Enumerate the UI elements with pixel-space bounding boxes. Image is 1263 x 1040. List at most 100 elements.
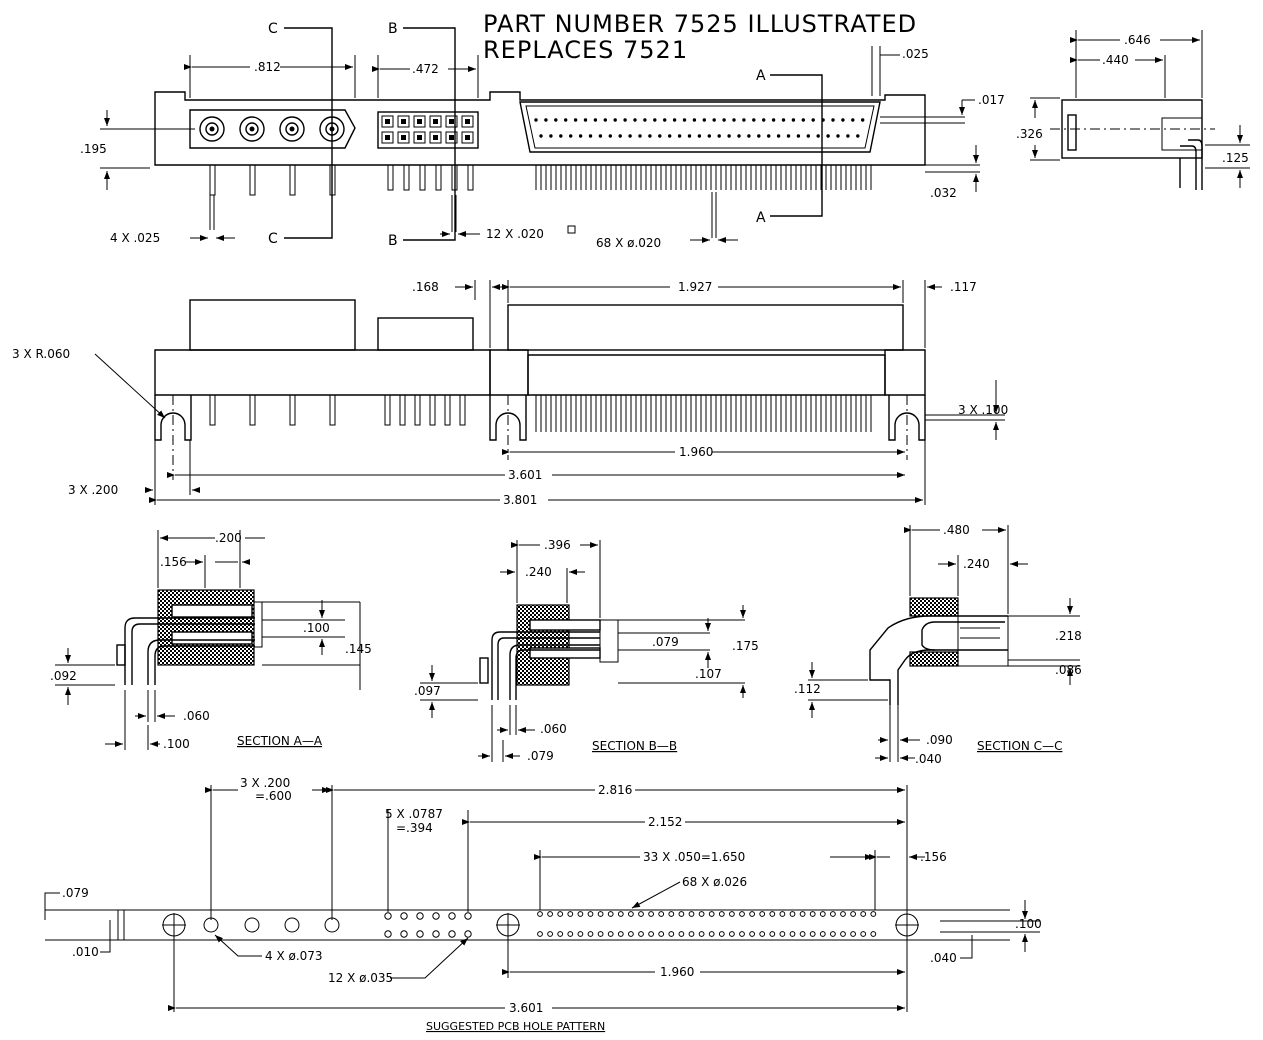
dim-3x100: 3 X .100 xyxy=(958,403,1008,417)
dsub-hole xyxy=(718,911,725,917)
signal-tail xyxy=(435,164,442,191)
section-aa: .156 .200 .100 .145 .092 .060 .100 SECTI… xyxy=(50,530,372,751)
dsub-hole xyxy=(617,931,624,937)
dim-pcb-2152: 2.152 xyxy=(648,815,682,829)
dsub-hole xyxy=(840,911,846,917)
coax-hole xyxy=(203,917,219,933)
dim-pcb-33x050: 33 X .050=1.650 xyxy=(643,850,745,864)
dsub-pin xyxy=(791,118,796,122)
dim-117: .117 xyxy=(950,280,977,294)
dim-pcb-079: .079 xyxy=(62,886,89,900)
signal-contact-core xyxy=(385,135,390,140)
dsub-pin xyxy=(608,134,612,138)
dsub-pin xyxy=(712,118,716,122)
section-cc-label: SECTION C—C xyxy=(977,739,1062,753)
front-coax-tail xyxy=(249,394,256,426)
dsub-pin xyxy=(663,118,667,122)
dim-bb-175: .175 xyxy=(732,639,759,653)
dsub-hole xyxy=(870,931,877,937)
dim-bb-060: .060 xyxy=(540,722,567,736)
signal-contact xyxy=(413,131,426,144)
dim-125: .125 xyxy=(1222,151,1249,165)
dsub-hole xyxy=(749,911,755,917)
dim-pcb-3601: 3.601 xyxy=(509,1001,543,1015)
dsub-hole xyxy=(658,931,665,937)
section-aa-label: SECTION A—A xyxy=(237,734,323,748)
section-marker-b-bottom: B xyxy=(388,233,398,249)
dsub-hole xyxy=(860,931,867,937)
signal-contact-core xyxy=(417,119,422,124)
dsub-pin xyxy=(638,134,642,138)
pcb-holes xyxy=(162,911,919,938)
dsub-pin xyxy=(648,134,652,138)
signal-hole xyxy=(400,912,408,920)
coax-tail xyxy=(209,164,216,196)
dim-pcb-394: =.394 xyxy=(396,821,433,835)
dsub-hole xyxy=(587,911,594,917)
section-marker-b-top: B xyxy=(388,21,398,37)
dsub-shell xyxy=(519,101,881,153)
signal-contact xyxy=(445,131,458,144)
dsub-pin xyxy=(559,134,563,138)
dsub-pin xyxy=(841,118,845,122)
signal-contact xyxy=(381,131,394,144)
dim-aa-100: .100 xyxy=(303,621,330,635)
dim-bb-079: .079 xyxy=(652,635,679,649)
dim-pcb-3x200: 3 X .200 xyxy=(240,776,290,790)
dsub-hole xyxy=(638,931,644,937)
dsub-pin xyxy=(687,134,692,138)
signal-hole xyxy=(432,912,440,920)
signal-hole xyxy=(416,930,424,938)
signal-tail xyxy=(387,164,394,191)
top-view: .812 .472 .025 .195 .017 .032 4 X .025 xyxy=(80,21,1005,250)
signal-contact-core xyxy=(449,119,454,124)
dim-bb-079b: .079 xyxy=(527,749,554,763)
dsub-hole xyxy=(830,931,836,937)
dim-aa-092: .092 xyxy=(50,669,77,683)
dsub-hole xyxy=(557,911,564,917)
dim-pcb-100: .100 xyxy=(1015,917,1042,931)
dim-025-top: .025 xyxy=(902,47,929,61)
dim-3x200: 3 X .200 xyxy=(68,483,118,497)
dsub-hole xyxy=(799,911,806,917)
signal-block-outline xyxy=(377,111,479,149)
coax-hole xyxy=(244,917,260,933)
dsub-hole xyxy=(850,911,856,917)
dsub-pin-rows xyxy=(534,118,865,138)
dsub-pin xyxy=(658,134,662,138)
pcb-hole-pattern: 3 X .200 =.600 2.816 5 X .0787 =.394 2.1… xyxy=(44,776,1042,1033)
dsub-hole xyxy=(840,931,846,937)
signal-tail xyxy=(403,164,410,191)
dim-pcb-12x035: 12 X ø.035 xyxy=(328,971,393,985)
dsub-pin xyxy=(836,134,840,138)
dsub-pin xyxy=(851,118,855,122)
dsub-hole xyxy=(769,911,776,917)
dsub-pin xyxy=(757,134,761,138)
signal-hole xyxy=(384,930,392,938)
section-marker-a-top: A xyxy=(756,68,766,84)
dsub-hole xyxy=(557,931,564,937)
dsub-pin xyxy=(732,118,736,122)
signal-hole xyxy=(448,930,456,938)
dsub-hole xyxy=(638,911,644,917)
side-view: .646 .440 .326 .125 xyxy=(1016,30,1250,190)
dsub-hole xyxy=(698,931,705,937)
dim-pcb-2816: 2.816 xyxy=(598,783,632,797)
dsub-hole xyxy=(850,931,856,937)
signal-hole xyxy=(384,912,392,920)
signal-contact xyxy=(397,131,410,144)
dim-pcb-600: =.600 xyxy=(255,789,292,803)
dim-68x020: 68 X ø.020 xyxy=(596,236,661,250)
signal-contact-core xyxy=(401,135,406,140)
dim-bb-240: .240 xyxy=(525,565,552,579)
front-coax-tail xyxy=(209,394,216,426)
dsub-hole xyxy=(587,931,594,937)
dim-3801: 3.801 xyxy=(503,493,537,507)
front-signal-tail xyxy=(459,394,466,426)
dsub-hole xyxy=(547,931,553,937)
dim-pcb-4x073: 4 X ø.073 xyxy=(265,949,323,963)
dim-3601-front: 3.601 xyxy=(508,468,542,482)
section-line-a xyxy=(770,74,823,217)
dsub-hole xyxy=(739,911,745,917)
